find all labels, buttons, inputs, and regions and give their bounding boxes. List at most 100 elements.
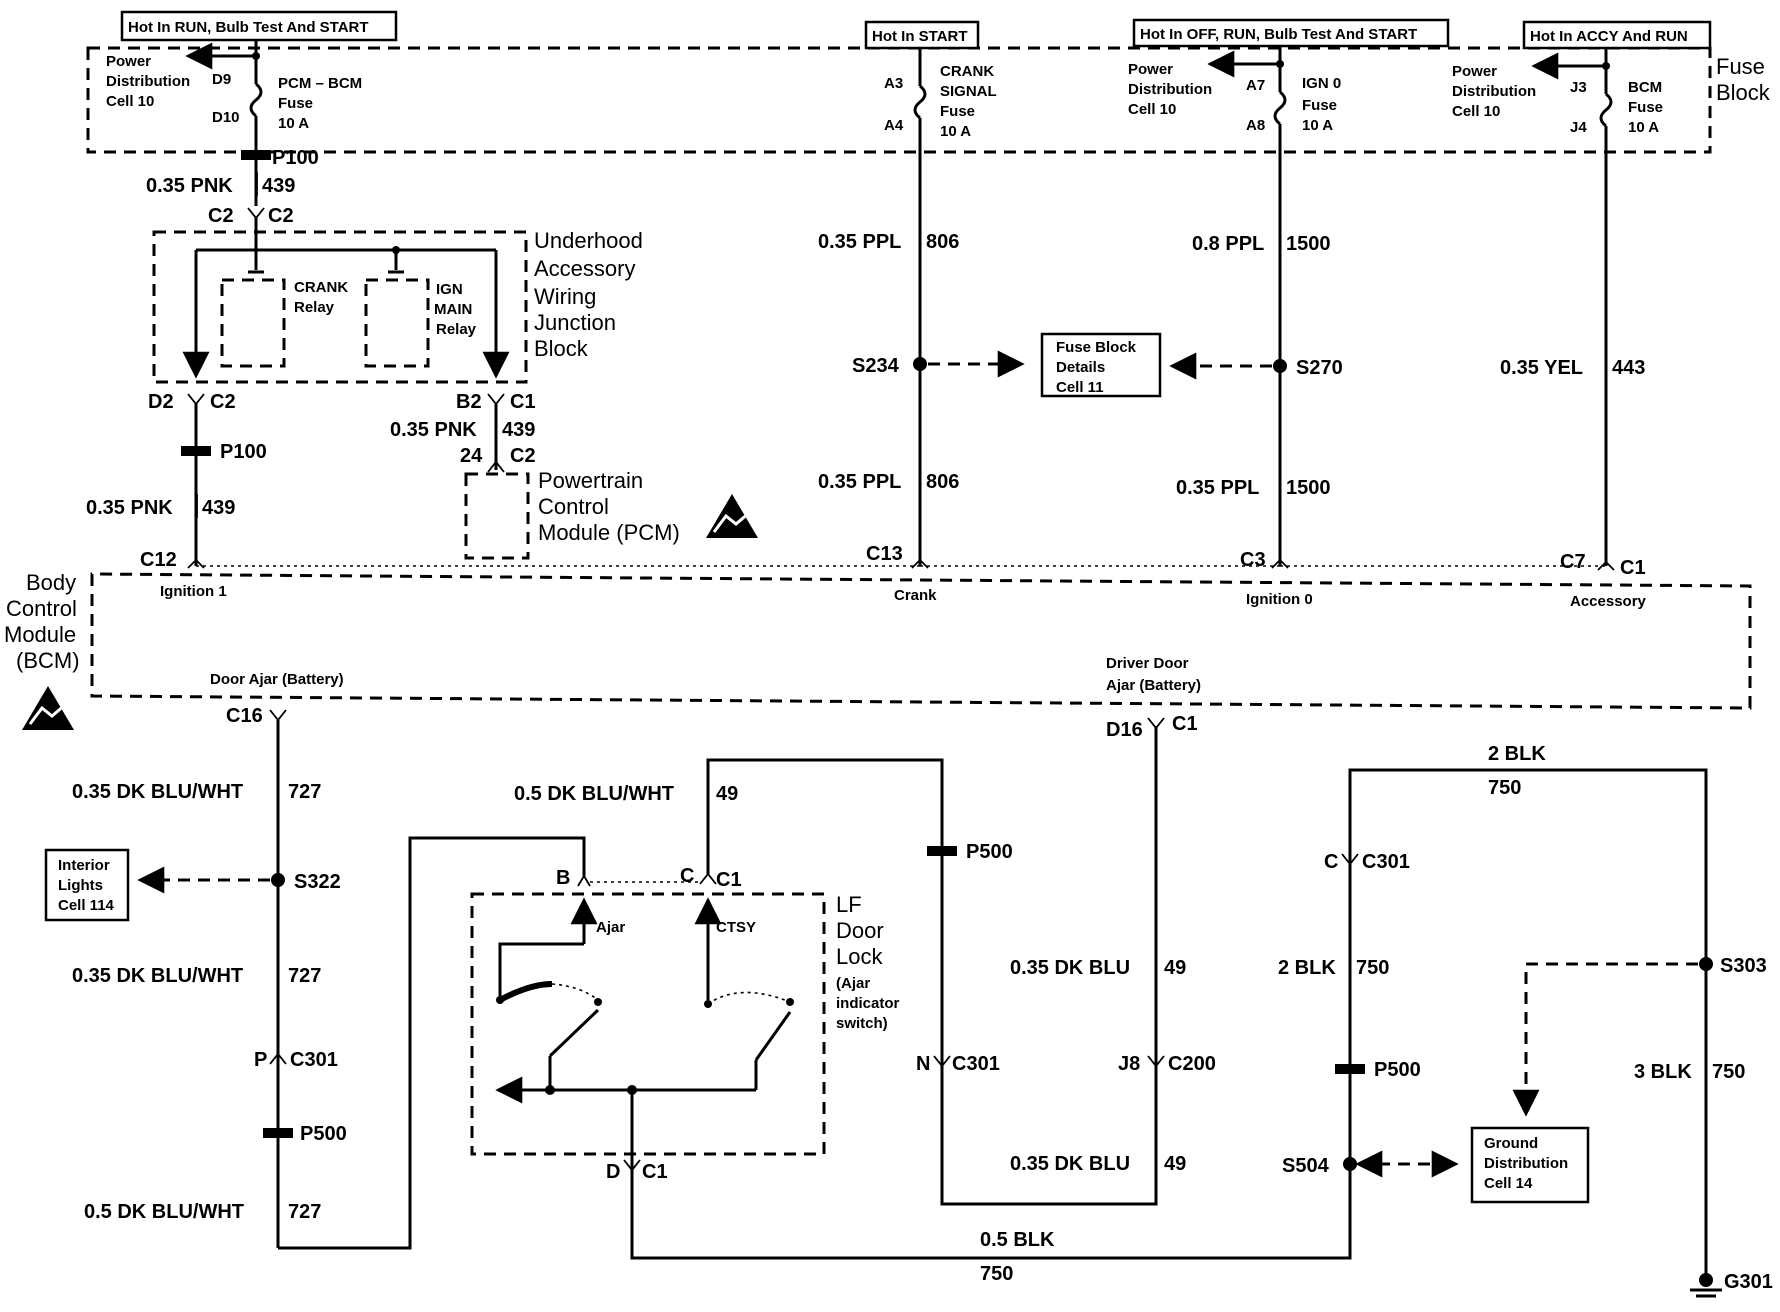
svg-text:C301: C301	[1362, 851, 1410, 873]
svg-text:439: 439	[202, 497, 235, 519]
svg-text:Fuse: Fuse	[940, 103, 975, 120]
svg-text:Cell 114: Cell 114	[58, 897, 115, 914]
svg-text:C3: C3	[1240, 549, 1266, 571]
svg-text:C1: C1	[642, 1161, 668, 1183]
svg-text:0.35 DK BLU: 0.35 DK BLU	[1010, 957, 1130, 979]
fuse-block-label: Fuse Block	[1716, 54, 1771, 105]
svg-text:C200: C200	[1168, 1053, 1216, 1075]
svg-text:Accessory: Accessory	[1570, 593, 1647, 610]
svg-text:S303: S303	[1720, 955, 1767, 977]
svg-text:N: N	[916, 1053, 930, 1075]
svg-text:Ground: Ground	[1484, 1135, 1538, 1152]
svg-text:Ajar: Ajar	[596, 919, 625, 936]
lf-door-lock: LF Door Lock (Ajar indicator switch) B C…	[470, 865, 900, 1183]
svg-text:D: D	[606, 1161, 620, 1183]
power-distribution-middle: Power Distribution Cell 10	[1128, 50, 1280, 118]
svg-text:C2: C2	[510, 445, 536, 467]
svg-text:A8: A8	[1246, 117, 1265, 134]
power-distribution-right: Power Distribution Cell 10	[1452, 52, 1606, 120]
svg-text:C1: C1	[510, 391, 536, 413]
svg-text:(BCM): (BCM)	[16, 648, 80, 673]
fuse-block-details-ref: Fuse Block Details Cell 11	[1040, 332, 1162, 398]
svg-text:G301: G301	[1724, 1271, 1773, 1293]
svg-text:0.35 PPL: 0.35 PPL	[818, 231, 901, 253]
svg-text:0.8 PPL: 0.8 PPL	[1192, 233, 1264, 255]
svg-text:Powertrain: Powertrain	[538, 468, 643, 493]
header-start: Hot In START	[864, 20, 980, 50]
wire-750-bottom: 0.5 BLK 750	[630, 1162, 1352, 1285]
svg-text:J3: J3	[1570, 79, 1587, 96]
svg-text:Hot In RUN, Bulb Test And STAR: Hot In RUN, Bulb Test And START	[128, 19, 369, 36]
svg-text:Block: Block	[534, 336, 589, 361]
svg-text:Control: Control	[538, 494, 609, 519]
svg-text:750: 750	[1356, 957, 1389, 979]
ign-main-relay: IGN MAIN Relay	[364, 278, 477, 368]
svg-text:0.35 DK BLU/WHT: 0.35 DK BLU/WHT	[72, 781, 243, 803]
svg-text:0.5 DK BLU/WHT: 0.5 DK BLU/WHT	[84, 1201, 244, 1223]
svg-text:0.35 DK BLU/WHT: 0.35 DK BLU/WHT	[72, 965, 243, 987]
svg-text:A7: A7	[1246, 77, 1265, 94]
svg-text:C1: C1	[1620, 557, 1646, 579]
pcm-module: Powertrain Control Module (PCM)	[464, 468, 680, 560]
svg-text:Ajar (Battery): Ajar (Battery)	[1106, 677, 1201, 694]
svg-text:Control: Control	[6, 596, 77, 621]
svg-text:0.35 PPL: 0.35 PPL	[818, 471, 901, 493]
svg-text:Fuse: Fuse	[1716, 54, 1765, 79]
svg-text:CRANK: CRANK	[294, 279, 348, 296]
svg-text:D10: D10	[212, 109, 240, 126]
underhood-internal-wiring	[182, 236, 510, 379]
svg-text:1500: 1500	[1286, 477, 1331, 499]
svg-text:P500: P500	[1374, 1059, 1421, 1081]
svg-text:443: 443	[1612, 357, 1645, 379]
svg-text:24: 24	[460, 445, 483, 467]
svg-text:switch): switch)	[836, 1015, 888, 1032]
svg-text:C2: C2	[208, 205, 234, 227]
svg-text:BCM: BCM	[1628, 79, 1662, 96]
svg-text:(Ajar: (Ajar	[836, 975, 870, 992]
svg-text:S234: S234	[852, 355, 900, 377]
wire-49: 0.5 DK BLU/WHT 49 P500 N C301 0.35 DK BL…	[514, 713, 1216, 1206]
svg-text:Lights: Lights	[58, 877, 103, 894]
underhood-junction-block	[152, 230, 528, 384]
svg-text:CRANK: CRANK	[940, 63, 994, 80]
svg-text:49: 49	[1164, 957, 1186, 979]
svg-text:Cell 14: Cell 14	[1484, 1175, 1533, 1192]
svg-text:0.35 PNK: 0.35 PNK	[146, 175, 233, 197]
svg-text:SIGNAL: SIGNAL	[940, 83, 997, 100]
svg-text:B2: B2	[456, 391, 482, 413]
svg-text:Hot In START: Hot In START	[872, 28, 968, 45]
svg-text:439: 439	[262, 175, 295, 197]
svg-text:10 A: 10 A	[278, 115, 309, 132]
svg-text:Relay: Relay	[436, 321, 477, 338]
svg-text:49: 49	[1164, 1153, 1186, 1175]
svg-text:Door: Door	[836, 918, 884, 943]
svg-text:Accessory: Accessory	[534, 256, 635, 281]
header-accy-run: Hot In ACCY And RUN	[1522, 20, 1712, 50]
svg-text:IGN 0: IGN 0	[1302, 75, 1341, 92]
svg-text:C12: C12	[140, 549, 177, 571]
svg-text:Fuse Block: Fuse Block	[1056, 339, 1137, 356]
svg-text:Crank: Crank	[894, 587, 937, 604]
svg-text:Cell 10: Cell 10	[1452, 103, 1500, 120]
svg-text:0.35 PNK: 0.35 PNK	[390, 419, 477, 441]
svg-text:C1: C1	[1172, 713, 1198, 735]
wire-439-upper: P100 0.35 PNK 439 C2 C2	[146, 147, 319, 240]
svg-text:indicator: indicator	[836, 995, 900, 1012]
svg-text:CTSY: CTSY	[716, 919, 756, 936]
svg-text:Block: Block	[1716, 80, 1771, 105]
svg-text:Cell 10: Cell 10	[1128, 101, 1176, 118]
wire-1500: 0.8 PPL 1500 S270 0.35 PPL 1500 C3	[1169, 152, 1343, 571]
svg-text:2 BLK: 2 BLK	[1488, 743, 1546, 765]
svg-text:Hot In OFF, RUN, Bulb Test And: Hot In OFF, RUN, Bulb Test And START	[1140, 26, 1417, 43]
svg-text:Lock: Lock	[836, 944, 883, 969]
svg-text:Fuse: Fuse	[1628, 99, 1663, 116]
svg-text:P: P	[254, 1049, 267, 1071]
svg-text:0.35 YEL: 0.35 YEL	[1500, 357, 1583, 379]
svg-text:Distribution: Distribution	[1128, 81, 1212, 98]
svg-text:Power: Power	[1452, 63, 1497, 80]
svg-text:Driver Door: Driver Door	[1106, 655, 1189, 672]
wire-806: 0.35 PPL 806 S234 0.35 PPL 806 C13	[818, 152, 1025, 569]
svg-text:Power: Power	[106, 53, 151, 70]
svg-text:D2: D2	[148, 391, 174, 413]
